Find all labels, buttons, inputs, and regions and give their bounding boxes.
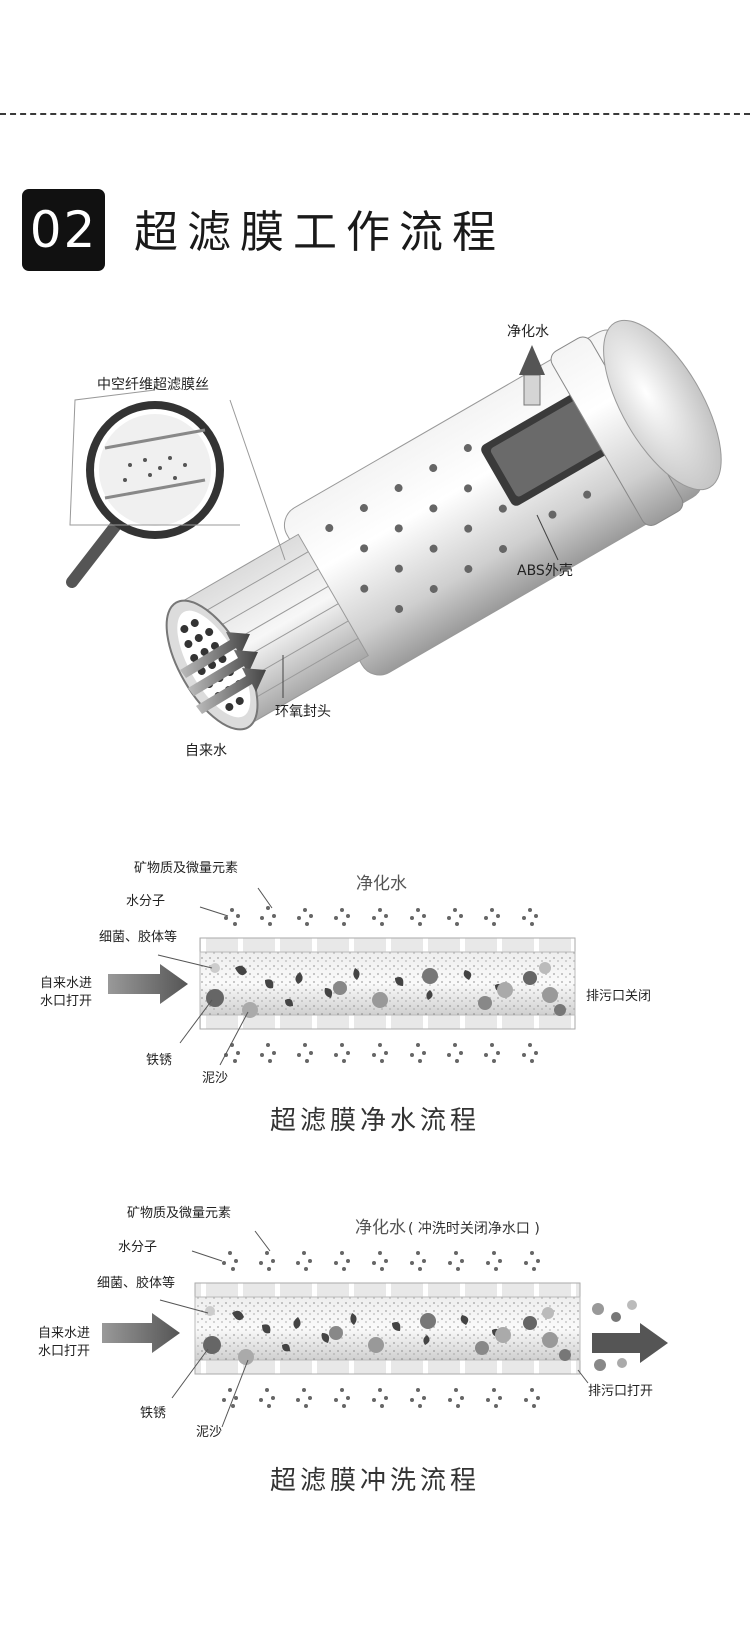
hollow-fiber-label: 中空纤维超滤膜丝 <box>97 377 209 393</box>
bacteria-label: 细菌、胶体等 <box>97 1276 176 1291</box>
drain-arrow <box>592 1323 668 1363</box>
rust-label: 铁锈 <box>146 1053 173 1068</box>
purified-water-label: 净化水 <box>507 324 549 340</box>
inlet-label-line2: 水口打开 <box>38 1344 91 1359</box>
inlet-label-line2: 水口打开 <box>40 994 93 1009</box>
inlet-label-line1: 自来水进 <box>38 1326 91 1341</box>
inlet-arrow <box>102 1313 180 1353</box>
drain-open-label: 排污口打开 <box>588 1384 654 1399</box>
inflow-arrows <box>180 632 266 714</box>
sand-label: 泥沙 <box>196 1425 223 1440</box>
inlet-arrow <box>108 964 188 1004</box>
minerals-label: 矿物质及微量元素 <box>127 1206 232 1221</box>
magnifier-icon <box>66 401 224 588</box>
outlet-arrow <box>519 345 545 375</box>
minerals-label: 矿物质及微量元素 <box>134 861 239 876</box>
abs-shell-label: ABS外壳 <box>517 563 573 579</box>
purify-flow-diagram <box>108 887 576 1066</box>
water-molecule-label: 水分子 <box>126 894 166 909</box>
water-molecule-label: 水分子 <box>118 1240 158 1255</box>
sand-label: 泥沙 <box>202 1071 229 1086</box>
epoxy-head-label: 环氧封头 <box>275 704 331 720</box>
inlet-label-line1: 自来水进 <box>40 976 93 991</box>
flush-flow-diagram <box>102 1230 668 1428</box>
end-cap <box>603 319 722 491</box>
purified-water-label: 净化水 <box>356 874 407 894</box>
tap-water-label: 自来水 <box>185 743 227 759</box>
section-title: 超滤膜工作流程 <box>134 207 505 258</box>
bacteria-label: 细菌、胶体等 <box>99 930 178 945</box>
section-number-badge: 02 <box>22 189 105 271</box>
purified-water-label: 净化水( 冲洗时关闭净水口 ) <box>355 1213 540 1238</box>
dashed-divider <box>0 113 750 115</box>
purified-water-text: 净化水 <box>355 1218 406 1238</box>
rust-label: 铁锈 <box>140 1406 167 1421</box>
drain-closed-label: 排污口关闭 <box>586 989 652 1004</box>
flush-flow-caption: 超滤膜冲洗流程 <box>269 1466 480 1496</box>
purified-note-text: ( 冲洗时关闭净水口 ) <box>408 1221 540 1237</box>
purify-flow-caption: 超滤膜净水流程 <box>269 1106 480 1136</box>
module-diagram <box>66 319 722 731</box>
